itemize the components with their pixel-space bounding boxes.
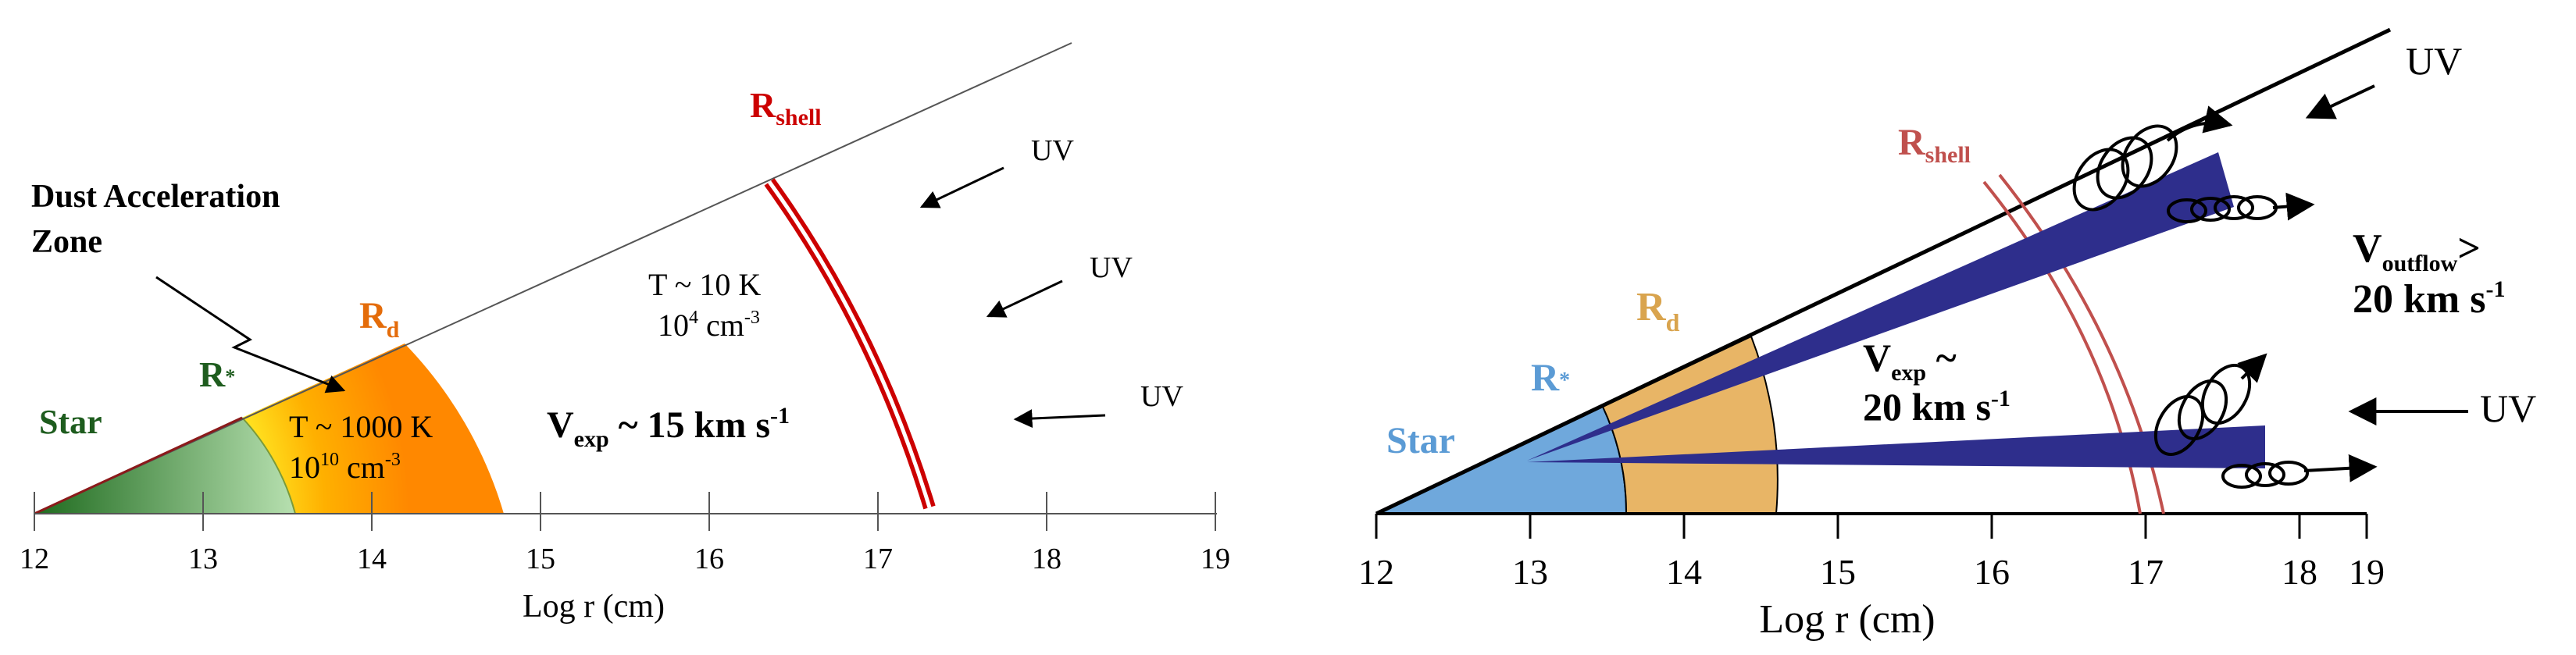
cone-line-inner bbox=[34, 416, 243, 515]
shell-arc bbox=[764, 178, 936, 510]
tick-label: 12 bbox=[20, 543, 49, 575]
label-rstar: R* bbox=[1531, 355, 1570, 399]
zone-pointer-arrow bbox=[155, 276, 346, 393]
density-inner: 1010 cm-3 bbox=[289, 450, 401, 485]
uv-arrow bbox=[1013, 409, 1106, 429]
uv-label: UV bbox=[1090, 251, 1133, 284]
uv-arrow bbox=[2305, 84, 2375, 119]
label-star: Star bbox=[1386, 420, 1455, 461]
tick-label: 18 bbox=[2282, 552, 2317, 592]
tick-label: 16 bbox=[694, 543, 724, 575]
right-panel: 12 13 14 15 16 17 18 19 Log r (cm) bbox=[1358, 27, 2536, 642]
axis-label: Log r (cm) bbox=[1759, 597, 1935, 642]
tick-label: 15 bbox=[526, 543, 555, 575]
tick-label: 14 bbox=[1666, 552, 1702, 592]
axis-label: Log r (cm) bbox=[523, 589, 665, 625]
temp-inner: T ~ 1000 K bbox=[289, 409, 433, 444]
label-rshell: Rshell bbox=[1898, 122, 1971, 168]
vexp-value: 20 km s-1 bbox=[1863, 385, 2010, 429]
tick-label: 18 bbox=[1032, 543, 1061, 575]
uv-label: UV bbox=[1031, 134, 1074, 167]
label-rstar: R* bbox=[199, 354, 235, 394]
tick-label: 13 bbox=[188, 543, 218, 575]
tick-label: 19 bbox=[2349, 552, 2385, 592]
curly-outflow-upper bbox=[2072, 105, 2315, 223]
tick-label: 19 bbox=[1201, 543, 1230, 575]
jet-upper bbox=[1527, 152, 2234, 461]
vexp-label: Vexp ~ 15 km s-1 bbox=[547, 403, 790, 452]
curly-outflow-lower bbox=[2153, 353, 2378, 489]
tick-label: 14 bbox=[357, 543, 387, 575]
label-rd: Rd bbox=[359, 295, 400, 343]
tick-label: 15 bbox=[1820, 552, 1856, 592]
uv-arrow bbox=[986, 279, 1063, 318]
label-star: Star bbox=[39, 403, 102, 441]
dust-acceleration-zone bbox=[242, 344, 504, 514]
tick-label: 13 bbox=[1512, 552, 1548, 592]
temp-outer: T ~ 10 K bbox=[648, 267, 761, 302]
jet-lower bbox=[1527, 425, 2265, 468]
tick-label: 12 bbox=[1358, 552, 1394, 592]
x-axis-ticks bbox=[34, 492, 1216, 531]
zone-label: Dust Acceleration Zone bbox=[31, 179, 288, 260]
uv-label: UV bbox=[2406, 39, 2462, 83]
voutflow-label: Voutflow> bbox=[2353, 226, 2481, 276]
tick-label: 17 bbox=[2128, 552, 2164, 592]
density-outer: 104 cm-3 bbox=[658, 308, 760, 343]
label-rshell: Rshell bbox=[750, 85, 822, 130]
star-region bbox=[34, 418, 295, 514]
tick-label: 16 bbox=[1974, 552, 2010, 592]
uv-label: UV bbox=[2480, 386, 2536, 430]
x-axis-ticks bbox=[1375, 514, 2368, 539]
voutflow-value: 20 km s-1 bbox=[2353, 276, 2505, 322]
vexp-label: Vexp ~ bbox=[1863, 336, 1957, 386]
rstar-boundary bbox=[241, 417, 296, 514]
left-panel: 12 13 14 15 16 17 18 19 Log r (cm) Star … bbox=[20, 42, 1230, 625]
tick-label: 17 bbox=[863, 543, 893, 575]
uv-label: UV bbox=[1140, 380, 1183, 413]
label-rd: Rd bbox=[1636, 285, 1680, 336]
uv-arrow bbox=[919, 166, 1004, 208]
cone-line bbox=[34, 42, 1072, 514]
